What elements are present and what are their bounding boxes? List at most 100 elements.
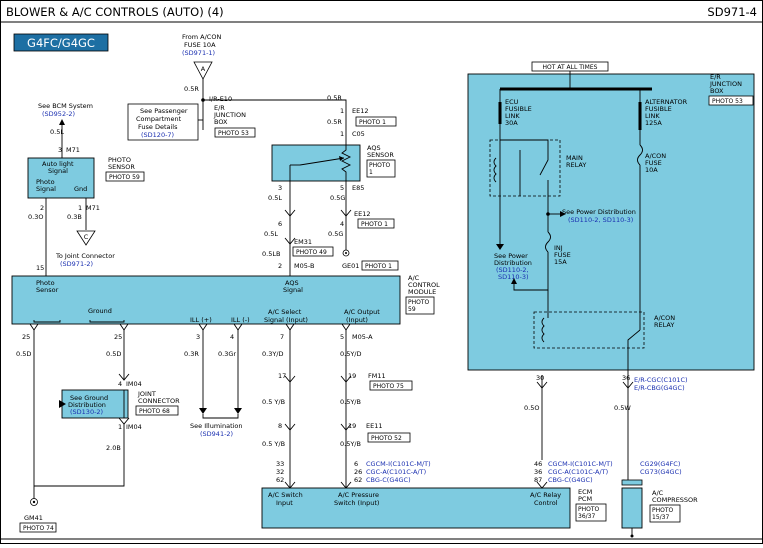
aqs-photo: PHOTO — [369, 162, 391, 169]
joint-l2: CONNECTOR — [138, 397, 180, 405]
ill-m-arrow-icon — [234, 408, 242, 414]
jb-right-photo-tag — [708, 95, 754, 106]
photo-52-tag — [367, 432, 411, 443]
photo-1b-tag — [357, 218, 395, 229]
main-relay-coil-icon — [493, 157, 497, 183]
photo-53-tag — [214, 127, 256, 138]
ecu-l2: FUSIBLE — [505, 105, 532, 113]
jc-chevron-top — [118, 373, 130, 381]
wire-03gr: 0.3Gr — [218, 350, 236, 358]
ground-ge01-dot — [345, 252, 347, 254]
pin-17: 17 — [278, 372, 286, 380]
compressor-photo: PHOTO — [652, 507, 674, 514]
aqs-l1: AQS — [367, 144, 381, 152]
erc-chevrons — [536, 381, 634, 389]
wire-03o: 0.3O — [28, 213, 43, 221]
jb-right-photo: PHOTO 53 — [712, 98, 743, 105]
photo-conn-bot: M71 — [86, 204, 100, 212]
connector-c-letter: C — [84, 233, 89, 241]
main-relay-l2: RELAY — [566, 161, 586, 169]
wire-03r: 0.3R — [184, 350, 199, 358]
photo-sensor-name2: SENSOR — [108, 163, 135, 171]
module-m05a: M05-A — [352, 333, 373, 341]
illum-bracket — [202, 414, 239, 419]
fm11-chevrons — [284, 375, 352, 383]
jb-ref-l4: (SD120-7) — [141, 131, 174, 139]
em31-label: EM31 — [294, 238, 312, 246]
c05-label: C05 — [352, 130, 365, 138]
compressor-connector — [621, 479, 643, 486]
ecu-l1: ECU — [505, 98, 519, 106]
wire-05yd: 0.5Y/D — [340, 350, 362, 358]
joint-ref-l2: (SD971-2) — [60, 260, 93, 268]
wire-05o: 0.5O — [524, 404, 539, 412]
photo-53-label: PHOTO 53 — [218, 130, 249, 137]
ecm-photo-num: 36/37 — [578, 513, 595, 520]
photo-1b-label: PHOTO 1 — [361, 221, 388, 228]
photo-68-tag — [135, 405, 179, 416]
module-photo: PHOTO — [408, 299, 430, 306]
jb-l2: JUNCTION — [213, 111, 246, 119]
ecm-relay2: Control — [534, 499, 558, 507]
connector-a-icon — [193, 61, 213, 80]
ecm-relay1: A/C Relay — [530, 491, 561, 499]
pin-6b: 6 — [354, 460, 358, 468]
ground-ref-l2: Distribution — [68, 401, 106, 409]
ground-ref-l3: (SD130-2) — [70, 408, 103, 416]
pin-30: 30 — [536, 374, 544, 382]
engine-badge — [13, 33, 109, 52]
ee11-label: EE11 — [366, 422, 383, 430]
inj-arrow-icon — [511, 278, 517, 284]
module-aqs1: AQS — [285, 279, 299, 287]
jb-l1: E/R — [214, 104, 225, 112]
connector-chevrons-a — [284, 209, 352, 217]
module-pin-chevrons — [29, 323, 351, 331]
wire-05yb-a: 0.5 Y/B — [262, 398, 285, 406]
module-ac-output2: (Input) — [346, 316, 368, 324]
bcm-ref-line2: (SD952-2) — [42, 110, 75, 118]
jc-pin-1: 1 — [118, 423, 122, 431]
engine-badge-label: G4FC/G4GC — [27, 36, 95, 50]
photo-59-label: PHOTO 59 — [109, 174, 140, 181]
compressor-l2: COMPRESSOR — [652, 496, 698, 504]
pin-6: 6 — [278, 220, 282, 228]
module-pin-25a: 25 — [22, 333, 30, 341]
illum-ref-l1: See Illumination — [190, 422, 243, 430]
jb-ref-l1: See Passenger — [140, 107, 188, 115]
photo-1c-tag — [361, 260, 399, 271]
module-name1: A/C — [408, 274, 420, 282]
pin-3: 3 — [278, 184, 282, 192]
ir-label: I/R-E10 — [209, 95, 232, 103]
ground-ref-l1: See Ground — [70, 394, 108, 402]
pin-19: 19 — [348, 372, 356, 380]
module-pin-7: 7 — [280, 333, 284, 341]
from-fuse-l1: From A/CON — [182, 33, 221, 41]
ground-bracket-right — [89, 320, 125, 323]
photo-sensor-l4: Signal — [36, 185, 56, 193]
from-fuse-l2: FUSE 10A — [184, 41, 216, 49]
compressor-box — [621, 487, 643, 529]
erc-l1: E/R-CGC(C101C) — [634, 376, 688, 384]
photo-sensor-l5: Gnd — [74, 185, 87, 193]
aqs-wiper — [299, 157, 345, 166]
photo-52-label: PHOTO 52 — [371, 435, 402, 442]
pin-8: 8 — [278, 422, 282, 430]
ground-ge01-label: GE01 — [342, 262, 359, 270]
ee12-label: EE12 — [352, 107, 369, 115]
wire-05r-a: 0.5R — [184, 85, 199, 93]
fm11-label: FM11 — [368, 372, 386, 380]
module-ac-output1: A/C Output — [344, 308, 380, 316]
power-ref2-l2: Distribution — [494, 259, 532, 267]
compressor-photo-tag — [649, 504, 681, 523]
connector-a-letter: A — [201, 65, 206, 73]
cgcm-l3: CBG-C(G4GC) — [366, 476, 411, 484]
pin-32: 32 — [276, 468, 284, 476]
photo-sensor-box — [27, 157, 95, 199]
jb-right-l3: BOX — [710, 87, 724, 95]
right-cgcm-l2: CGC-A(C101C-A/T) — [548, 468, 608, 476]
wire-05lb: 0.5LB — [262, 250, 280, 258]
photo-sensor-name1: PHOTO — [108, 156, 131, 164]
acon-relay-box — [533, 311, 645, 349]
ill-p-arrow-icon — [199, 408, 207, 414]
